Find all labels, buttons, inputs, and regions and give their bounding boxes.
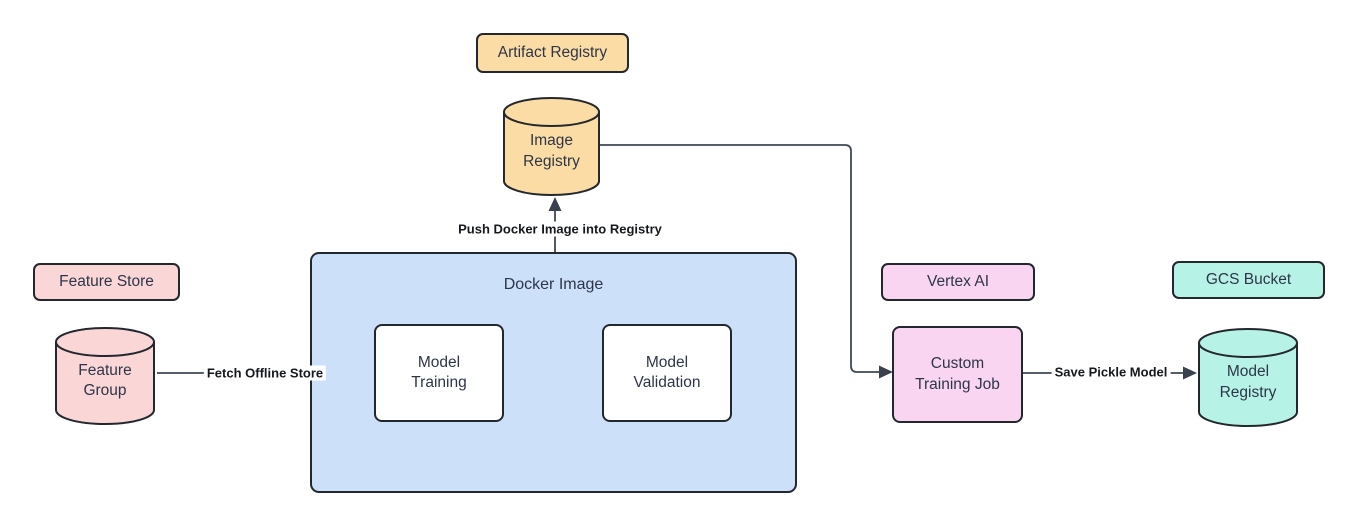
gcs-bucket-label: GCS Bucket [1172,261,1325,299]
cylinder-shape-icon [55,327,155,425]
cylinder-shape-icon [1198,328,1298,427]
model-training-box: Model Training [374,324,504,422]
feature-group-cylinder: Feature Group [55,327,155,425]
push-docker-image-edge-label: Push Docker Image into Registry [455,221,665,237]
image-registry-label: Image Registry [523,132,580,170]
arrowhead-right-icon [879,365,893,379]
arrowhead-right-icon [1183,366,1197,380]
fetch-offline-store-edge-label: Fetch Offline Store [203,365,327,381]
docker-image-title: Docker Image [503,276,604,293]
vertex-ai-label: Vertex AI [881,263,1035,301]
feature-store-label: Feature Store [33,263,180,301]
cylinder-shape-icon [503,97,600,196]
model-registry-cylinder: Model Registry [1198,328,1298,427]
custom-training-job-box: Custom Training Job [892,326,1023,423]
model-registry-label: Model Registry [1219,363,1277,401]
image-registry-cylinder: Image Registry [503,97,600,196]
artifact-registry-label: Artifact Registry [476,33,629,73]
feature-group-label: Feature Group [78,361,132,399]
model-validation-box: Model Validation [602,324,732,422]
save-pickle-model-edge-label: Save Pickle Model [1051,364,1171,380]
arrowhead-up-icon [548,197,562,211]
edge-registry-to-training-job [600,144,879,373]
